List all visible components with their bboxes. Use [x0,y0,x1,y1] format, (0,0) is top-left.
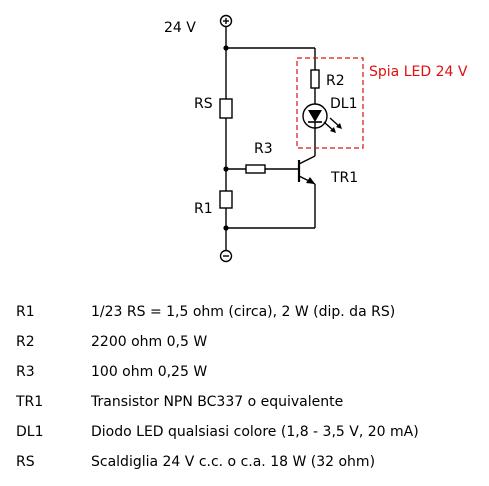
parts-list-row: R3 100 ohm 0,25 W [0,362,489,382]
part-description: Scaldiglia 24 V c.c. o c.a. 18 W (32 ohm… [91,454,376,470]
positive-terminal-icon [219,14,233,28]
parts-list-row: R1 1/23 RS = 1,5 ohm (circa), 2 W (dip. … [0,302,489,322]
part-ref: R3 [16,364,35,380]
parts-list-row: RS Scaldiglia 24 V c.c. o c.a. 18 W (32 … [0,452,489,472]
part-description: 2200 ohm 0,5 W [91,334,208,350]
rs-label: RS [194,96,213,112]
transistor-collector [298,155,316,165]
led-diode-icon [308,110,322,122]
led-arrow-2-icon [336,123,342,129]
r1-resistor [219,190,233,209]
part-ref: R1 [16,304,35,320]
parts-list-row: DL1 Diodo LED qualsiasi colore (1,8 - 3,… [0,422,489,442]
dl1-label: DL1 [330,96,358,112]
part-description: 1/23 RS = 1,5 ohm (circa), 2 W (dip. da … [91,304,396,320]
junction-dot [223,225,229,231]
supply-voltage-label: 24 V [164,20,196,36]
part-description: Transistor NPN BC337 o equivalente [91,394,344,410]
part-ref: R2 [16,334,35,350]
tr1-label: TR1 [330,170,358,186]
parts-list-row: R2 2200 ohm 0,5 W [0,332,489,352]
part-description: Diodo LED qualsiasi colore (1,8 - 3,5 V,… [91,424,419,440]
circuit-schematic: 24 V RS R1 R3 R2 DL1 TR1 Spia LED 24 V [164,14,468,263]
led-arrow-1-icon [330,127,336,133]
part-description: 100 ohm 0,25 W [91,364,208,380]
junction-dot [223,166,229,172]
transistor-emitter-arrow-icon [306,177,315,184]
led-box-label: Spia LED 24 V [369,64,468,80]
part-ref: TR1 [16,394,44,410]
negative-terminal-icon [219,249,233,263]
r3-label: R3 [254,141,273,157]
r2-resistor [310,69,320,89]
r3-resistor [245,164,266,174]
parts-list-row: TR1 Transistor NPN BC337 o equivalente [0,392,489,412]
rs-resistor [219,98,233,119]
r2-label: R2 [326,73,345,89]
r1-label: R1 [194,201,213,217]
part-ref: DL1 [16,424,44,440]
junction-dot [223,45,229,51]
led-indicator-box [296,57,364,149]
part-ref: RS [16,454,35,470]
